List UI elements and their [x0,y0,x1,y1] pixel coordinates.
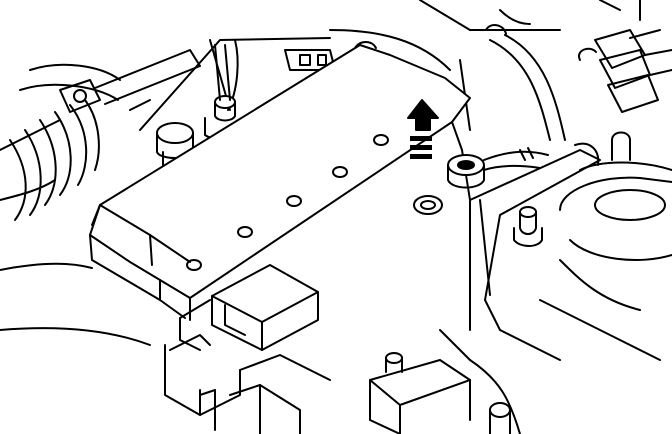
strut-tower [560,133,672,261]
vent-cap [238,227,252,237]
thin-line-pipe [215,45,230,100]
vent-cap [374,135,388,145]
right-side-pipe [486,25,565,140]
vent-cap [287,196,301,206]
terminal-cable [484,148,548,170]
vent-cap [333,167,347,177]
air-intake-hose [0,65,120,220]
lower-housing [165,345,330,434]
background-structure [0,0,620,434]
battery-terminal [414,155,484,214]
battery [90,45,470,330]
upper-pipe [95,50,200,104]
hose-clamp [60,80,100,112]
vent-cap [187,260,201,270]
lower-right-component [370,353,510,434]
misc-lines [130,0,660,360]
connector-cluster [579,30,672,112]
bolt-right [514,207,542,246]
battery-connector [170,265,318,350]
hold-down-bracket [470,144,600,360]
arrow-up-icon [408,100,438,159]
battery-top [90,45,470,298]
